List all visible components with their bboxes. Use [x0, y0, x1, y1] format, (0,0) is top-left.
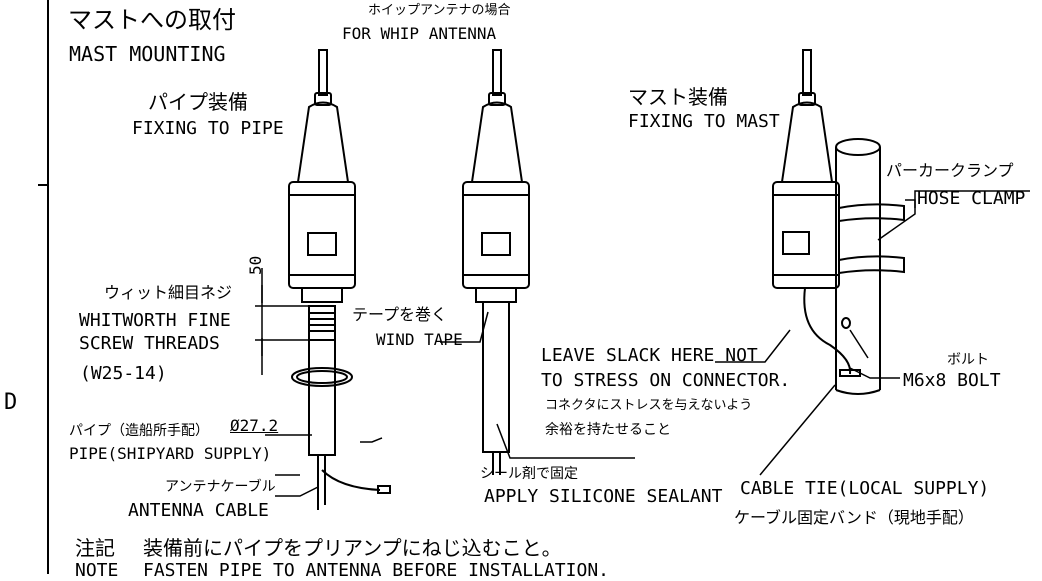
pipe-mount-en: FIXING TO PIPE [132, 118, 284, 139]
pipe-en: PIPE(SHIPYARD SUPPLY) [69, 444, 272, 463]
sealant-ja: シール剤で固定 [480, 466, 578, 482]
slack-en-1: LEAVE SLACK HERE NOT [541, 345, 758, 366]
antenna-cable-en: ANTENNA CABLE [128, 500, 269, 521]
cable-tie-en: CABLE TIE(LOCAL SUPPLY) [740, 478, 990, 499]
sealant-en: APPLY SILICONE SEALANT [484, 486, 723, 507]
antenna-cable-ja: アンテナケーブル [165, 479, 276, 495]
note-en: FASTEN PIPE TO ANTENNA BEFORE INSTALLATI… [143, 560, 609, 581]
hose-clamp-en: HOSE CLAMP [917, 188, 1026, 209]
note-ja: 装備前にパイプをプリアンプにねじ込むこと。 [143, 536, 562, 560]
whip-label-en: FOR WHIP ANTENNA [342, 24, 497, 43]
title-ja: マストへの取付 [68, 6, 236, 34]
antenna-whip [462, 49, 530, 475]
antenna-mast [772, 49, 905, 395]
threads-en-1: WHITWORTH FINE [79, 310, 231, 331]
mast-mount-en: FIXING TO MAST [628, 111, 780, 132]
slack-ja-1: コネクタにストレスを与えないよう [545, 398, 753, 413]
slack-en-2: TO STRESS ON CONNECTOR. [541, 370, 791, 391]
wind-tape-en: WIND TAPE [376, 330, 463, 349]
threads-spec: (W25-14) [80, 363, 167, 384]
threads-ja: ウィット細目ネジ [104, 283, 233, 302]
dimension-50: 50 [246, 255, 265, 275]
wind-tape-ja: テープを巻く [352, 305, 448, 324]
mast-mount-ja: マスト装備 [628, 85, 728, 109]
slack-ja-2: 余裕を持たせること [545, 422, 671, 438]
title-en: MAST MOUNTING [69, 42, 226, 66]
note-label-ja: 注記 [75, 536, 115, 560]
cable-tie-ja: ケーブル固定バンド（現地手配） [734, 508, 974, 527]
note-label-en: NOTE [75, 560, 119, 581]
hose-clamp-ja: パーカークランプ [886, 161, 1014, 180]
pipe-diameter: Ø27.2 [230, 416, 279, 435]
whip-label-ja: ホイップアンテナの場合 [368, 3, 511, 18]
pipe-ja: パイプ（造船所手配） [69, 423, 209, 439]
pipe-mount-ja: パイプ装備 [148, 90, 248, 114]
threads-en-2: SCREW THREADS [79, 333, 220, 354]
zone-letter: D [4, 390, 18, 415]
leader-lines [255, 190, 1030, 497]
bolt-en: M6x8 BOLT [903, 370, 1001, 391]
bolt-ja: ボルト [947, 352, 989, 368]
antenna-pipe [288, 49, 391, 510]
